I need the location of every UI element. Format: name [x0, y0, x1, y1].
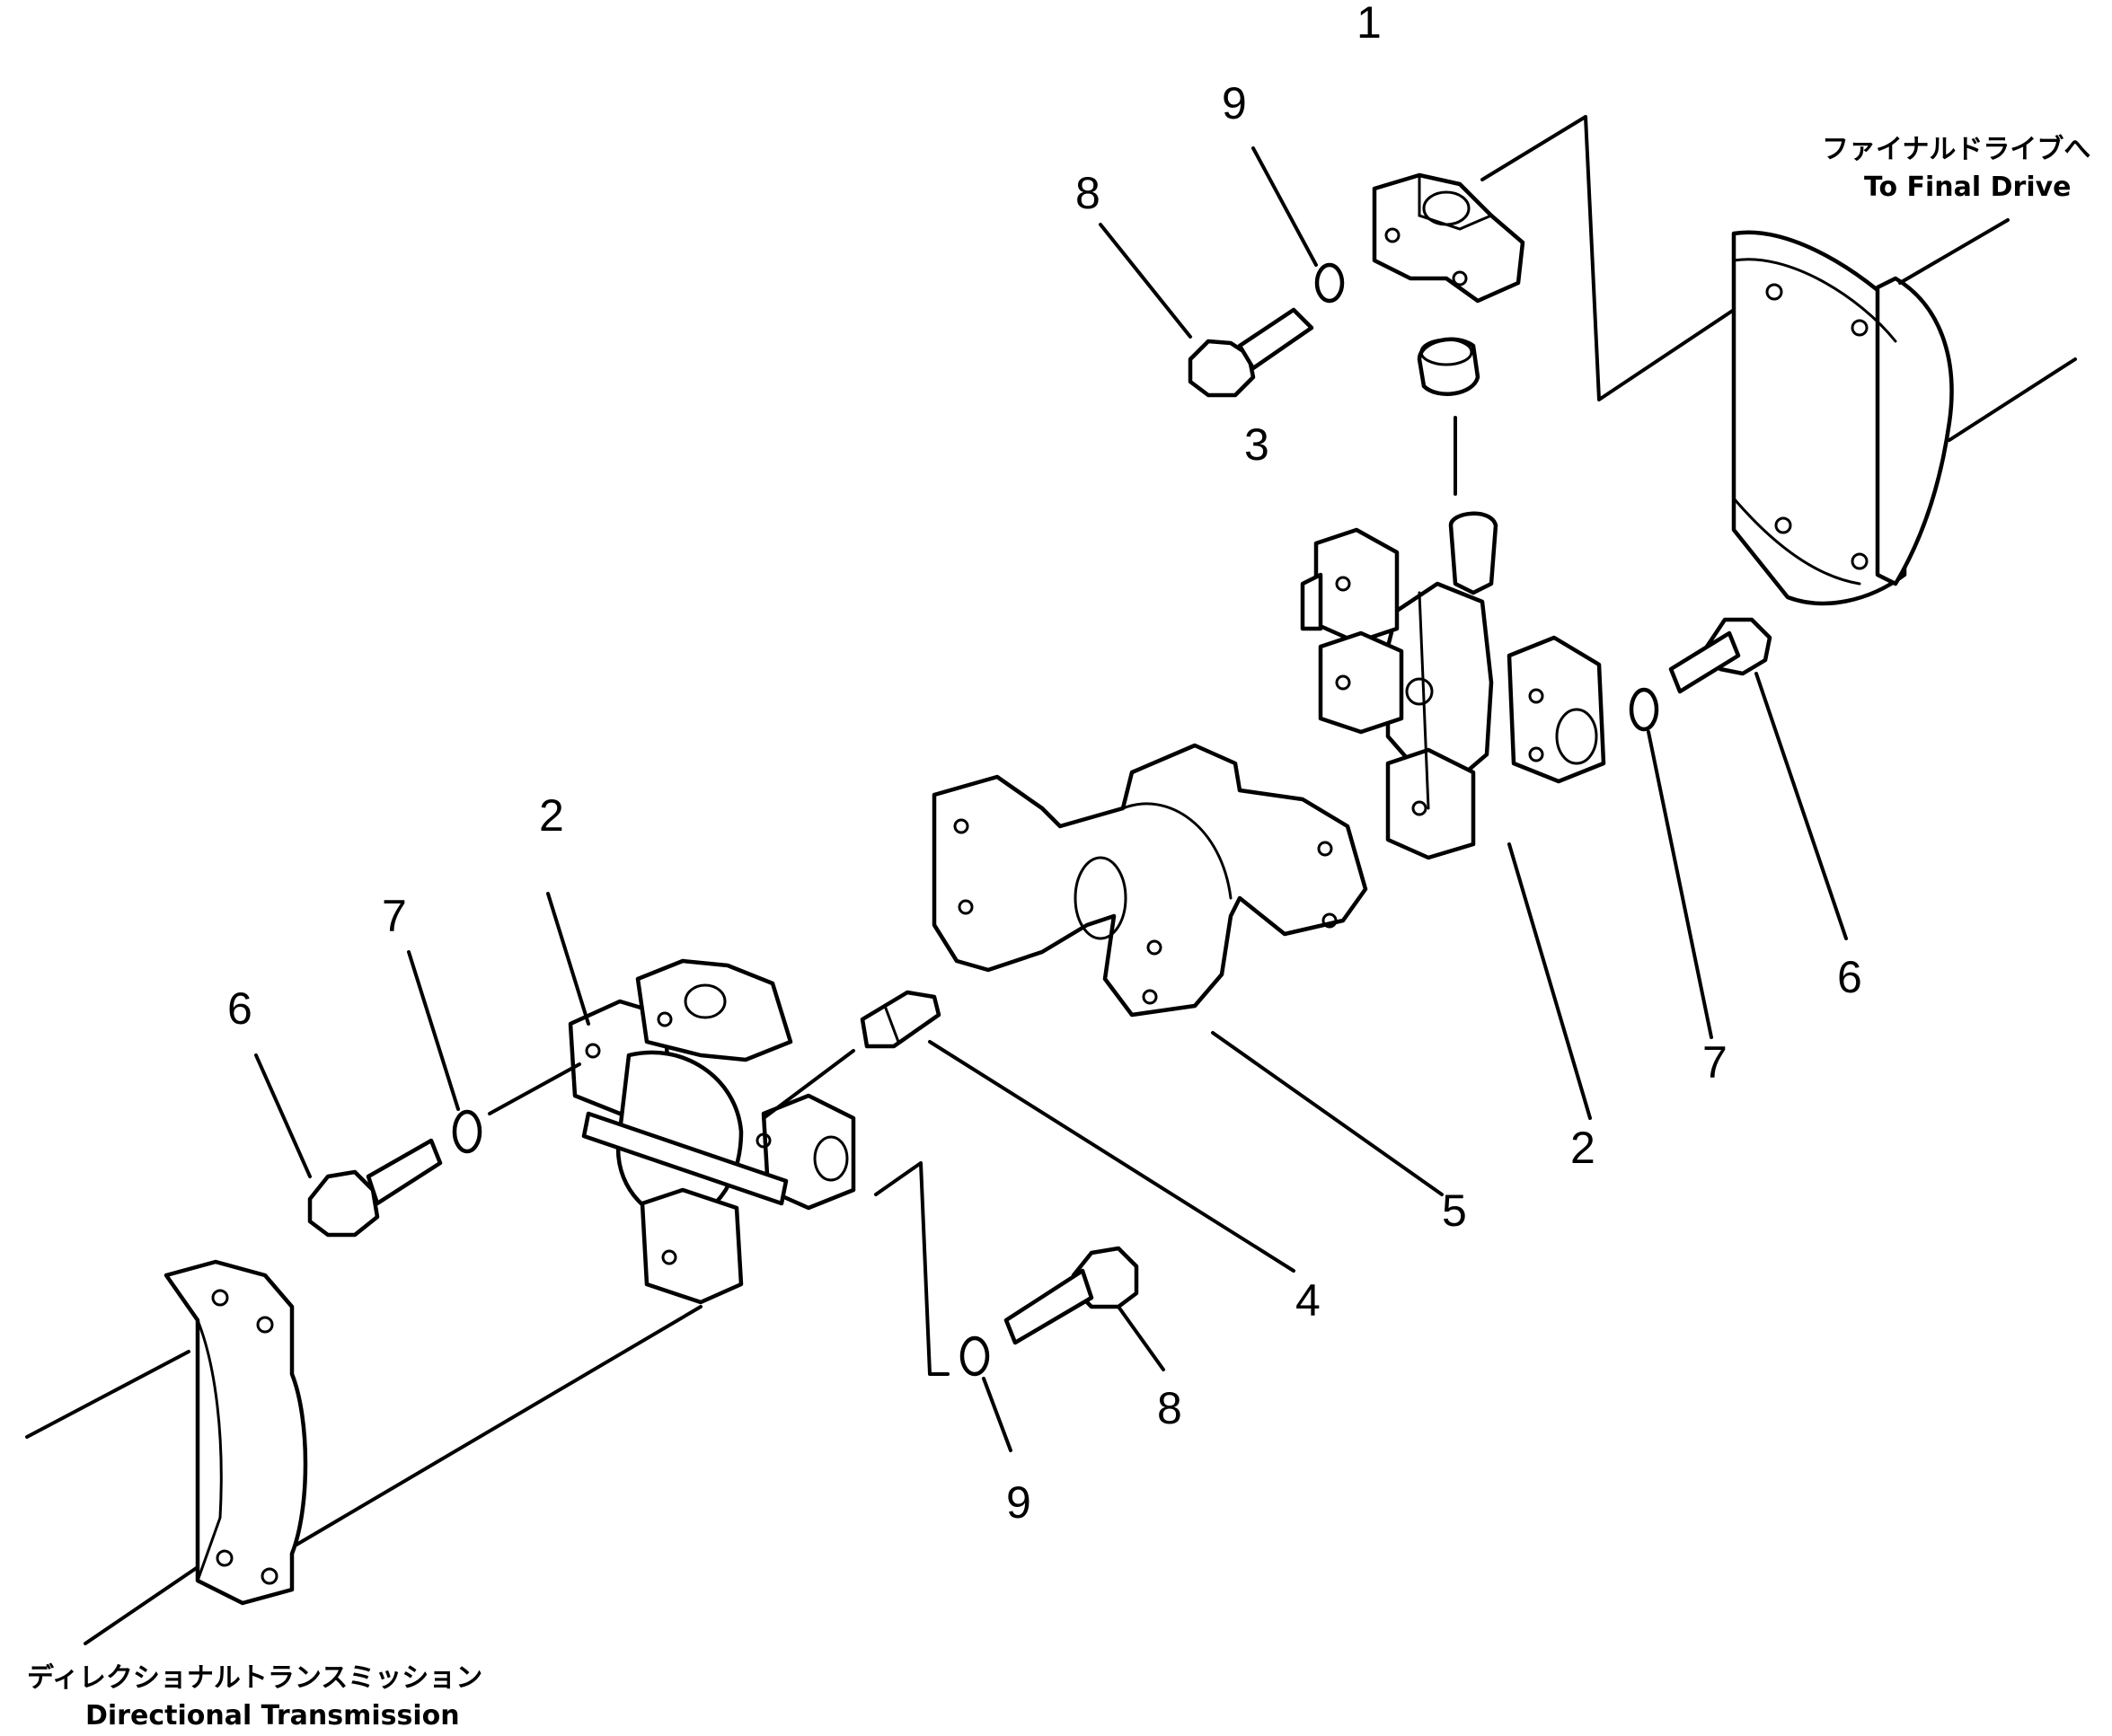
callout-2-right: 2 — [1570, 1123, 1595, 1173]
callout-6-right: 6 — [1837, 952, 1862, 1002]
callout-4: 4 — [1295, 1275, 1321, 1326]
part-3-plug — [1417, 337, 1480, 496]
callout-2-left: 2 — [539, 790, 564, 841]
callout-3: 3 — [1244, 419, 1269, 470]
transmission-flange — [25, 1259, 703, 1645]
callout-9-bottom: 9 — [1006, 1477, 1031, 1528]
final-drive-flange — [1731, 218, 2077, 606]
part-7-washer-right — [1629, 687, 1713, 1039]
transmission-label-jp: ディレクショナルトランスミッション — [27, 1662, 482, 1694]
part-6-bolt-left — [254, 1053, 443, 1238]
part-9-washer-bottom — [959, 1335, 1012, 1452]
final-drive-label-jp: ファイナルドライブへ — [1822, 134, 2090, 165]
part-8-bolt-bottom — [1003, 1246, 1165, 1371]
part-2-spider-left — [488, 892, 950, 1376]
transmission-label-en: Directional Transmission — [85, 1700, 460, 1732]
part-2-spider-right — [1300, 511, 1606, 1120]
part-6-bolt-right — [1668, 617, 1848, 940]
callout-7-right: 7 — [1702, 1037, 1728, 1088]
part-1-bearing-cap — [1372, 115, 1736, 401]
part-4-grease-fitting — [860, 990, 1295, 1273]
callout-8-bottom: 8 — [1157, 1383, 1182, 1433]
part-8-bolt-top — [1099, 223, 1314, 398]
callout-1: 1 — [1356, 0, 1382, 48]
callout-9-top: 9 — [1222, 78, 1247, 128]
part-5-yoke — [932, 743, 1444, 1196]
callout-7-left: 7 — [382, 891, 407, 941]
final-drive-label-en: To Final Drive — [1864, 172, 2072, 203]
part-9-washer-top — [1251, 146, 1345, 304]
callout-8-top: 8 — [1075, 168, 1100, 218]
part-7-washer-left — [407, 950, 482, 1154]
callout-6-left: 6 — [227, 983, 252, 1034]
callout-5: 5 — [1442, 1185, 1467, 1236]
